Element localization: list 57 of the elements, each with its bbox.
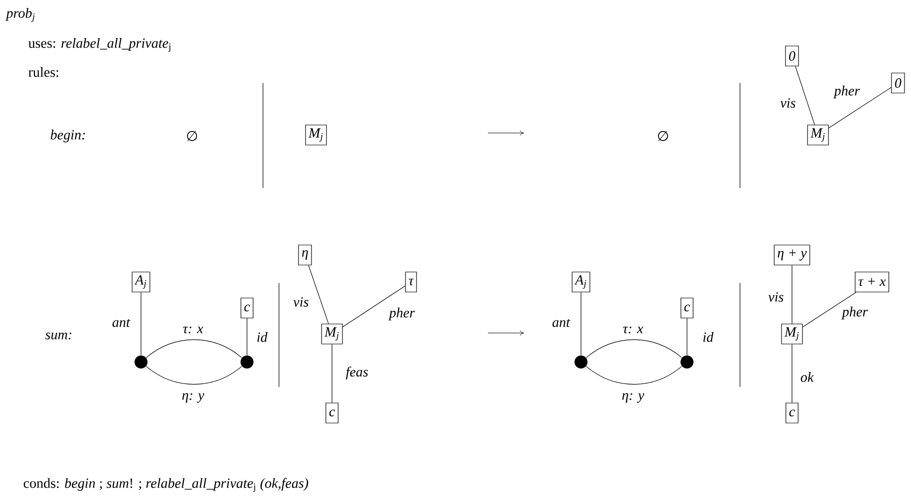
edge-label: η: y: [180, 392, 206, 404]
edge-label: feas: [344, 366, 370, 380]
edge-line: [308, 265, 329, 324]
edge-label: ant: [551, 318, 571, 328]
label-box: τ: [405, 272, 417, 292]
edge-label: vis: [779, 97, 797, 109]
label-box: η: [298, 244, 312, 266]
label-box: M$_{j}$: [807, 124, 829, 146]
arc-edge: [146, 339, 242, 358]
label-box: M$_{j}$: [321, 324, 343, 344]
edge-label: pher: [388, 306, 416, 322]
junction-dot: [680, 356, 694, 368]
edge-line: [686, 318, 688, 356]
label-box: c: [326, 402, 338, 424]
edge-label: id: [702, 331, 714, 343]
edge-line: [802, 292, 856, 328]
edge-line: [828, 87, 892, 128]
label-box: c: [240, 298, 254, 318]
label-box: M$_{j}$: [781, 324, 803, 344]
arc-edge: [146, 366, 242, 385]
junction-dot: [134, 356, 148, 368]
label-box: M$_{j}$: [305, 124, 327, 146]
edge-label: ant: [111, 318, 131, 328]
rule-name: sum:: [45, 332, 72, 340]
empty-set-symbol: ∅: [186, 130, 198, 142]
edge-line: [342, 286, 406, 328]
edge-label: pher: [841, 306, 869, 320]
junction-dot: [240, 356, 254, 368]
junction-dot: [574, 356, 588, 368]
label-box: 0: [785, 46, 799, 66]
empty-set-symbol: ∅: [658, 130, 668, 142]
arc-edge: [586, 366, 682, 385]
header-text: rules:: [28, 67, 58, 77]
edge-label: η: y: [620, 392, 646, 404]
rule-name: begin:: [50, 130, 85, 142]
label-box: η + y: [774, 244, 810, 266]
label-box: A$_{j}$: [132, 272, 150, 292]
label-box: τ + x: [854, 272, 890, 292]
edge-line: [580, 292, 582, 356]
edge-label: τ: x: [182, 326, 204, 334]
conditions-text: conds: begin ; sum! ; relabel_all_private$_{j}$ (ok,feas): [24, 478, 308, 492]
arc-edge: [586, 339, 682, 358]
edge-label: vis: [292, 296, 310, 308]
edge-line: [795, 66, 815, 125]
label-box: 0: [891, 72, 905, 94]
edge-line: [140, 292, 142, 356]
label-box: A$_{j}$: [572, 272, 590, 292]
edge-label: id: [256, 331, 268, 343]
header-text: uses: relabel_all_private$_{j}$: [28, 38, 170, 52]
edge-label: τ: x: [622, 326, 644, 334]
edge-label: pher: [833, 84, 861, 100]
label-box: c: [680, 298, 694, 318]
edge-line: [246, 318, 248, 356]
edge-label: ok: [799, 371, 815, 383]
label-box: c: [786, 402, 798, 424]
title: prob$_{j}$: [5, 8, 35, 22]
edge-label: vis: [767, 291, 785, 303]
